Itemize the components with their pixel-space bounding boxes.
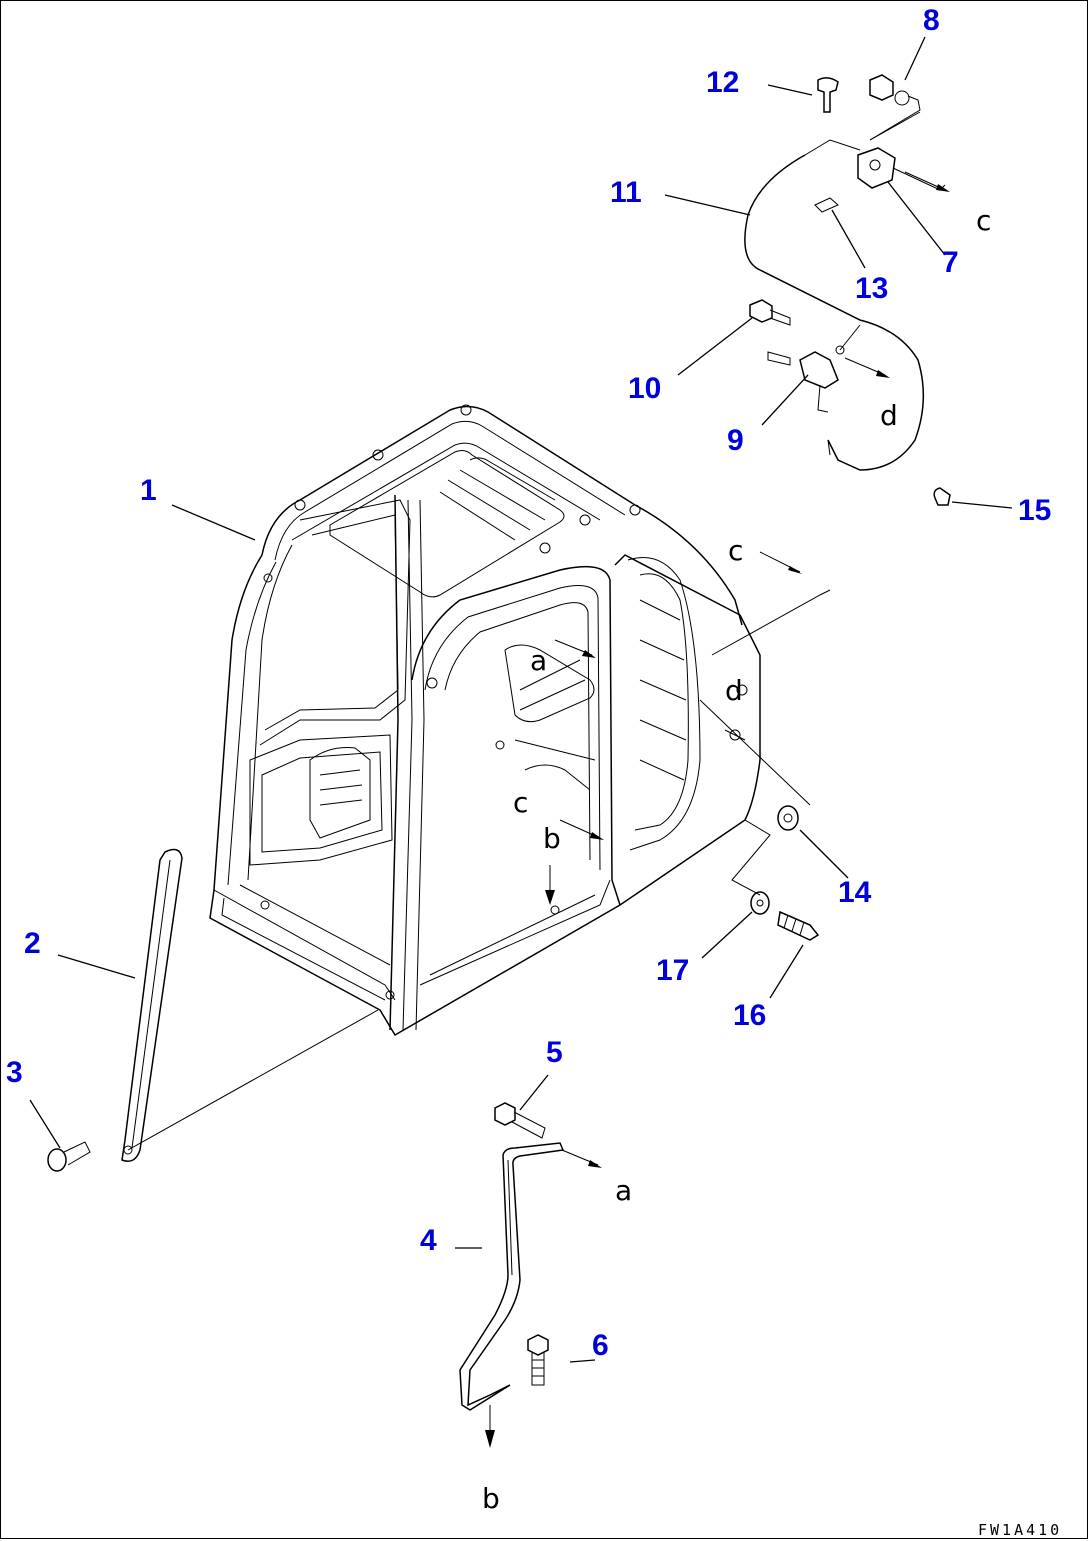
callout-11: 11 bbox=[610, 176, 642, 209]
callout-15: 15 bbox=[1018, 494, 1051, 527]
lock-part-7 bbox=[857, 147, 946, 191]
ref-letter-d-panel: d bbox=[725, 674, 743, 707]
ref-letter-c-right: c bbox=[728, 534, 743, 567]
ref-letter-b-bracket: b bbox=[482, 1482, 500, 1515]
callout-9: 9 bbox=[727, 424, 744, 457]
callout-14: 14 bbox=[838, 876, 872, 909]
callout-17: 17 bbox=[656, 954, 689, 987]
washer-part-17 bbox=[750, 891, 770, 915]
ref-letter-a-bracket: a bbox=[615, 1174, 632, 1207]
callout-numbers: 1 2 3 4 5 6 7 8 9 10 11 12 13 14 15 16 1… bbox=[6, 4, 1051, 1362]
bolt-part-16 bbox=[777, 910, 820, 941]
reference-letters: c d c a d c b a b bbox=[482, 204, 991, 1515]
hook-part-13 bbox=[814, 197, 839, 213]
drawing-code: FW1A410 bbox=[978, 1521, 1062, 1539]
pin-part-12 bbox=[817, 77, 839, 113]
nut-part-8 bbox=[869, 74, 921, 141]
callout-16: 16 bbox=[733, 999, 766, 1032]
catch-part-9 bbox=[767, 345, 845, 413]
callout-5: 5 bbox=[546, 1036, 563, 1069]
ref-letter-b-panel: b bbox=[543, 822, 561, 855]
callout-4: 4 bbox=[420, 1224, 437, 1257]
ref-letter-c-top: c bbox=[976, 204, 991, 237]
stay-part-2 bbox=[121, 848, 183, 1162]
callout-12: 12 bbox=[706, 66, 739, 99]
bracket-part-4 bbox=[459, 1142, 565, 1411]
callout-2: 2 bbox=[24, 927, 41, 960]
cap-part-15 bbox=[933, 487, 951, 506]
callout-10: 10 bbox=[628, 372, 661, 405]
cab-frame bbox=[209, 404, 761, 1037]
ref-letter-a-panel: a bbox=[530, 644, 547, 677]
nut-part-14 bbox=[777, 805, 799, 831]
leader-lines bbox=[29, 36, 1013, 1363]
reference-arrows bbox=[485, 171, 950, 1448]
callout-1: 1 bbox=[140, 474, 157, 507]
callout-8: 8 bbox=[923, 4, 940, 37]
bolt-part-3 bbox=[47, 1141, 91, 1172]
ref-letter-c-panel: c bbox=[513, 786, 528, 819]
bolt-part-6 bbox=[527, 1334, 549, 1386]
callout-7: 7 bbox=[942, 246, 959, 279]
callout-3: 3 bbox=[6, 1056, 23, 1089]
callout-13: 13 bbox=[855, 272, 888, 305]
cover-plate-part-11 bbox=[744, 139, 925, 471]
callout-6: 6 bbox=[592, 1329, 609, 1362]
bolt-part-10 bbox=[749, 299, 791, 326]
ref-letter-d-top: d bbox=[880, 399, 898, 432]
bolt-part-5 bbox=[494, 1102, 546, 1139]
